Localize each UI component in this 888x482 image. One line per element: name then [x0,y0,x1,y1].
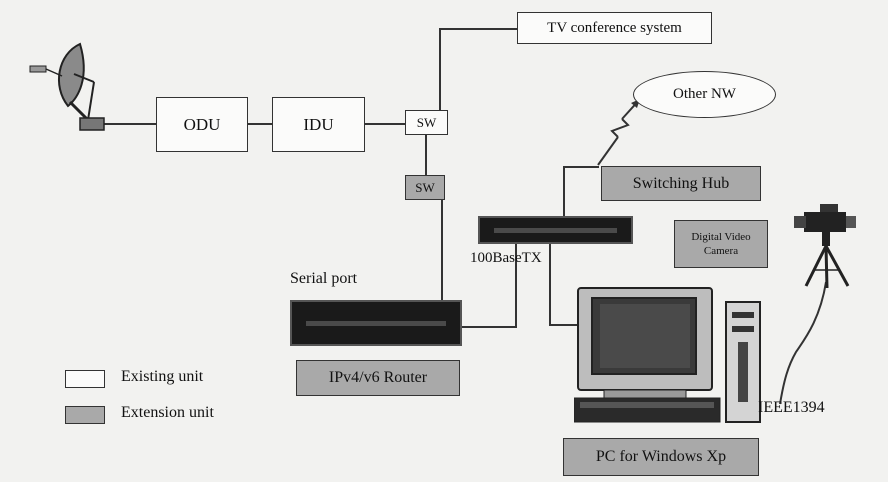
wireless-link [597,98,641,166]
sw-unit-existing: SW [405,110,448,135]
router-device [290,300,462,346]
pc-icon [574,287,761,423]
link-sw-router [441,200,443,300]
other-nw-cloud: Other NW [633,71,776,118]
switching-hub-device [478,216,633,244]
link-hub-pc-horizontal [549,324,577,326]
ieee1394-cable [779,281,827,405]
link-sw-tv-horizontal [439,28,517,30]
link-hub-pc-vertical [549,244,551,326]
router-unit: IPv4/v6 Router [296,360,460,396]
link-dish-odu [103,123,156,125]
video-camera-icon [794,204,856,289]
legend-existing-swatch [65,370,105,388]
legend-existing-label: Existing unit [121,368,204,385]
idu-unit: IDU [272,97,365,152]
serial-port-label: Serial port [290,270,358,287]
link-router-hub-horizontal [461,326,517,328]
sw-unit-extension: SW [405,175,445,200]
pc-unit: PC for Windows Xp [563,438,759,476]
tv-conference-unit: TV conference system [517,12,712,44]
legend-extension-swatch [65,406,105,424]
ieee1394-label: IEEE1394 [758,399,825,416]
link-hub-uplink-horizontal [563,166,599,168]
link-hub-uplink-vertical [563,166,565,216]
link-idu-sw [365,123,405,125]
link-sw-tv-vertical [439,28,441,111]
link-odu-idu [248,123,272,125]
digital-video-camera-unit: Digital Video Camera [674,220,768,268]
link-sw-sw [425,135,427,175]
satellite-dish-icon [29,42,105,131]
legend-extension-label: Extension unit [121,404,214,421]
legend: Existing unit Extension unit [65,368,305,428]
odu-unit: ODU [156,97,248,152]
switching-hub-unit: Switching Hub [601,166,761,201]
link-router-hub-vertical [515,244,517,328]
base-tx-label: 100BaseTX [470,250,542,266]
